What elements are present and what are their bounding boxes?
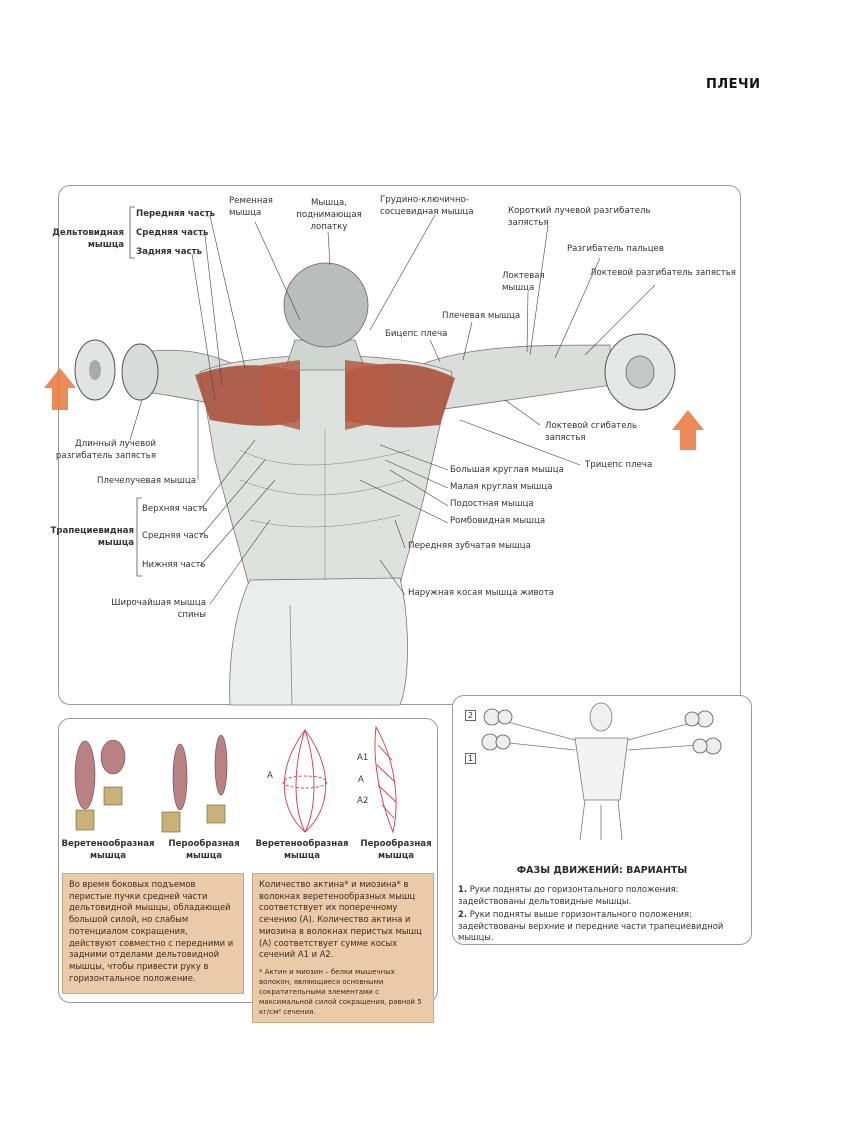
raise-arrow-left xyxy=(44,368,76,410)
brachioradialis-label: Плечелучевая мышца xyxy=(96,476,196,486)
section-label-a-pennate: A xyxy=(358,775,364,785)
phases-title: ФАЗЫ ДВИЖЕНИЙ: ВАРИАНТЫ xyxy=(516,865,688,876)
caption-fusiform-1: Веретенообразная мышца xyxy=(61,839,155,861)
phase-item-2: 2. Руки подняты выше горизонтального пол… xyxy=(458,909,748,944)
trapezius-group-label: Трапециевидная мышца xyxy=(50,526,134,548)
triceps-label: Трицепс плеча xyxy=(585,460,653,470)
phase-item-number: 1. xyxy=(458,884,468,894)
teres-minor-label: Малая круглая мышца xyxy=(450,482,553,492)
section-label-a-fusiform: A xyxy=(267,771,273,781)
ecu-label: Локтевой разгибатель запястья xyxy=(590,268,736,278)
raise-arrow-right xyxy=(672,410,704,450)
trapezius-middle-label: Средняя часть xyxy=(142,531,209,541)
phase-item-text: Руки подняты выше горизонтального положе… xyxy=(458,909,724,942)
caption-pennate-2: Перообразная мышца xyxy=(360,839,432,861)
biceps-label: Бицепс плеча xyxy=(385,329,448,339)
deltoid-anterior-label: Передняя часть xyxy=(136,209,216,219)
deltoid-posterior-label: Задняя часть xyxy=(136,247,203,257)
fcu-label: Локтевой сгибатель запястья xyxy=(545,421,638,443)
phase-item-1: 1. Руки подняты до горизонтального полож… xyxy=(458,884,748,907)
phase-marker-1: 1 xyxy=(465,753,476,764)
lateral-raise-note: Во время боковых подъемов перистые пучки… xyxy=(62,873,244,994)
trapezius-lower-label: Нижняя часть xyxy=(142,560,206,570)
ecrb-label: Короткий лучевой разгибатель запястья xyxy=(508,206,651,228)
footnote: * Актин и миозин – белки мышечных волоко… xyxy=(259,967,422,1016)
page-title: ПЛЕЧИ xyxy=(706,77,761,92)
teres-major-label: Большая круглая мышца xyxy=(450,465,564,475)
caption-fusiform-2: Веретенообразная мышца xyxy=(255,839,349,861)
levator-scapulae-label: Мышца, поднимающая лопатку xyxy=(296,198,362,232)
section-label-a2: A2 xyxy=(357,796,369,806)
phase-item-number: 2. xyxy=(458,909,468,919)
sternocleidomastoid-label: Грудино-ключично-сосцевидная мышца xyxy=(380,195,474,217)
ecrl-label: Длинный лучевой разгибатель запястья xyxy=(55,439,156,461)
lateral-raise-text: Во время боковых подъемов перистые пучки… xyxy=(69,879,234,983)
actin-myosin-note: Количество актина* и миозина* в волокнах… xyxy=(252,873,434,1023)
actin-myosin-text: Количество актина* и миозина* в волокнах… xyxy=(259,879,422,960)
deltoid-group-label: Дельтовидная мышца xyxy=(52,228,124,250)
trapezius-upper-label: Верхняя часть xyxy=(142,504,208,514)
phase-marker-2: 2 xyxy=(465,710,476,721)
rhomboid-label: Ромбовидная мышца xyxy=(450,516,546,526)
latissimus-label: Широчайшая мышца спины xyxy=(111,598,206,620)
section-label-a1: A1 xyxy=(357,753,369,763)
anconeus-label: Локтевая мышца xyxy=(502,271,545,293)
phase-item-text: Руки подняты до горизонтального положени… xyxy=(458,884,679,906)
infraspinatus-label: Подостная мышца xyxy=(450,499,534,509)
brachialis-label: Плечевая мышца xyxy=(442,311,521,321)
serratus-anterior-label: Передняя зубчатая мышца xyxy=(408,541,531,551)
caption-pennate-1: Перообразная мышца xyxy=(168,839,240,861)
extensor-digitorum-label: Разгибатель пальцев xyxy=(567,244,664,254)
splenius-label: Ременная мышца xyxy=(229,196,273,218)
deltoid-middle-label: Средняя часть xyxy=(136,228,209,238)
external-oblique-label: Наружная косая мышца живота xyxy=(408,588,555,598)
